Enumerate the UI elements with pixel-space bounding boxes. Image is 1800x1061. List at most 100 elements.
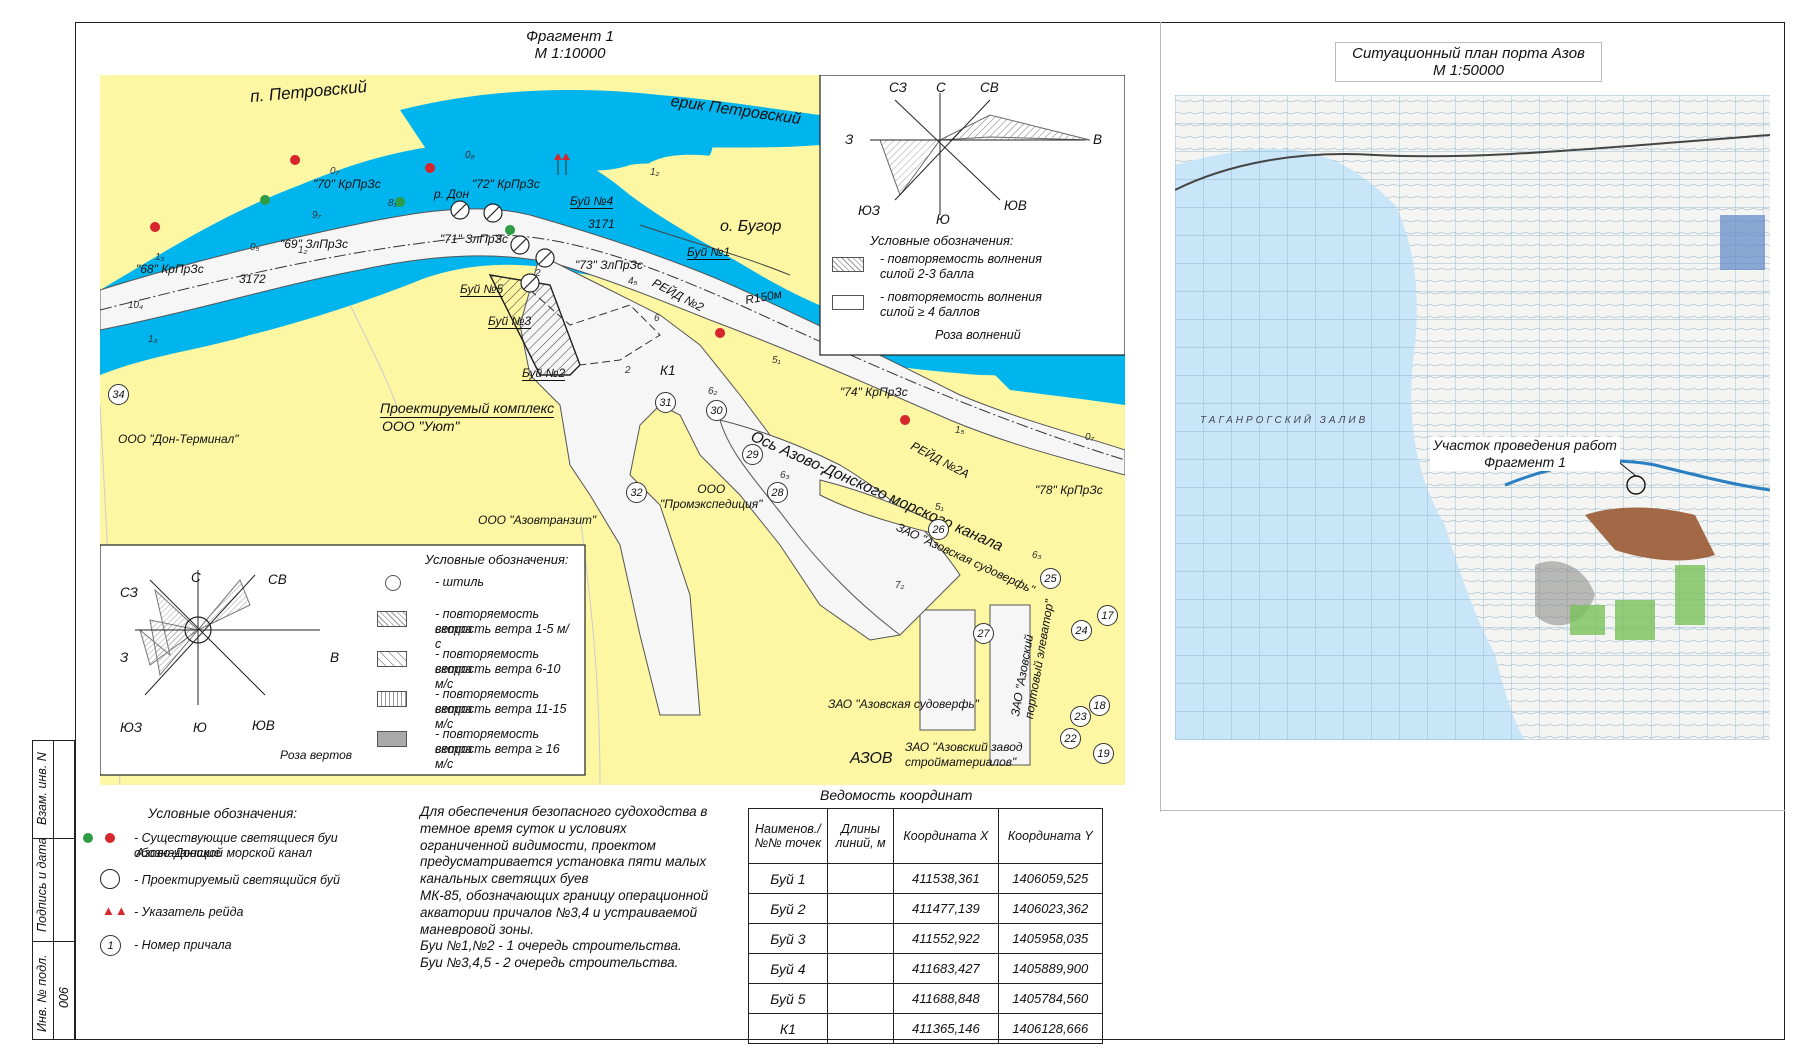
label-buoy-5: Буй №5 — [460, 282, 504, 297]
depth-label: 2 — [535, 268, 541, 279]
fragment-map — [100, 75, 1125, 785]
main-legend: Условные обозначения: - Существующие све… — [80, 806, 420, 967]
label-bugor: о. Бугор — [720, 218, 782, 235]
wind-dir-e: В — [330, 650, 340, 665]
calm-symbol — [385, 575, 401, 591]
depth-label: 8₁ — [388, 198, 397, 209]
project-complex-hatch — [488, 274, 581, 376]
wind-legend-item-4: - повторяемость ветра скорость ветра ≥ 1… — [375, 727, 575, 771]
wave-dir-w: З — [845, 132, 854, 147]
raid-pointer-icon — [554, 153, 570, 175]
label-existing-buoy-78: "78" КрПрЗс — [1035, 483, 1103, 497]
label-existing-buoy-72: "72" КрПрЗс — [472, 177, 540, 191]
wind-rose-caption: Роза вертов — [280, 748, 353, 762]
note-text-block: Для обеспечения безопасного судоходства … — [420, 804, 709, 971]
berth-badge-30: 30 — [706, 400, 727, 421]
berth-badge-25: 25 — [1040, 568, 1061, 589]
wind-rose-diagram — [135, 570, 320, 705]
coords-header-len: Длины линий, м — [826, 808, 895, 864]
raid-pointer-legend-icon: ▲▲ — [102, 903, 128, 918]
label-existing-buoy-69: "69" ЗлПрЗс — [280, 237, 348, 251]
wave-dir-n: С — [936, 80, 946, 95]
berth-badge-34: 34 — [108, 384, 129, 405]
label-buoy-4: Буй №4 — [570, 194, 614, 209]
island-bugor — [640, 154, 793, 220]
main-legend-title: Условные обозначения: — [148, 806, 298, 821]
depth-label: 1₅ — [955, 425, 965, 436]
depth-label: 10₄ — [128, 300, 144, 311]
wind-dir-nw: СЗ — [120, 585, 138, 600]
wind-dir-ne: СВ — [268, 572, 287, 587]
label-buoy-3: Буй №3 — [488, 314, 532, 329]
wind-swatch-1 — [377, 611, 407, 627]
berth-badge-31: 31 — [655, 392, 676, 413]
situational-plan-map — [1175, 95, 1770, 740]
legend-item-raid-pointer: ▲▲ - Указатель рейда — [102, 903, 244, 919]
wind-legend-item-1: - повторяемость ветра скорость ветра 1-5… — [375, 607, 575, 651]
erik-bend-water — [520, 108, 713, 171]
sidebar-vzam-label: Взам. инв. N — [35, 752, 49, 825]
sidebar-podpis-label: Подпись и дата — [35, 837, 49, 932]
depth-label: 0₅ — [250, 242, 260, 253]
wave-dir-sw: ЮЗ — [858, 203, 881, 218]
radius-line — [639, 224, 791, 276]
title-block-sidebar: Взам. инв. N Подпись и дата Инв. № подл.… — [32, 740, 75, 1040]
wave-dir-se: ЮВ — [1004, 198, 1027, 213]
depth-label: 5₁ — [935, 502, 944, 513]
wind-swatch-4 — [377, 731, 407, 747]
coords-table-title: Ведомость координат — [820, 787, 973, 803]
wind-rose-legend: Условные обозначения: - штиль - повторяе… — [375, 552, 575, 771]
depth-label: 6₃ — [780, 470, 790, 481]
wave-legend-item-2: - повторяемость волнения силой ≥ 4 балло… — [830, 290, 1100, 328]
berth-badge-29: 29 — [742, 444, 763, 465]
berth-number-legend-icon: 1 — [100, 935, 121, 956]
coords-header-y: Координата Y — [997, 808, 1104, 864]
wind-dir-n: С — [191, 570, 201, 585]
plan-forest-3 — [1570, 605, 1605, 635]
sidebar-divider — [53, 740, 55, 1040]
label-buoy-2: Буй №2 — [522, 366, 566, 381]
wave-legend-title: Условные обозначения: — [870, 233, 1014, 248]
wave-swatch-1 — [832, 257, 864, 272]
berth-badge-28: 28 — [767, 482, 788, 503]
depth-label: 7₂ — [895, 580, 905, 591]
label-azovtranzit: ООО "Азовтранзит" — [478, 513, 597, 527]
wind-rose-box — [100, 544, 586, 776]
berth-badge-23: 23 — [1070, 706, 1091, 727]
plan-road — [1175, 134, 1770, 191]
depth-label: 0₇ — [1085, 432, 1095, 443]
channel-axis-line — [100, 234, 1125, 461]
berth-badge-17: 17 — [1097, 605, 1118, 626]
wind-dir-s: Ю — [193, 720, 207, 735]
plan-forest-1 — [1615, 600, 1655, 640]
coords-header-name: Наименов./ №№ точек — [748, 808, 828, 864]
depth-label: 1₃ — [155, 252, 165, 263]
project-buoy-icon — [100, 869, 120, 889]
berth-badge-26: 26 — [928, 519, 949, 540]
wind-legend-title: Условные обозначения: — [425, 552, 569, 567]
depth-label: 2 — [625, 365, 631, 376]
plan-forest-2 — [1675, 565, 1705, 625]
coords-table-header-row: Наименов./ №№ точек Длины линий, м Коорд… — [748, 808, 1104, 864]
depth-label: 1₂ — [650, 167, 660, 178]
label-project-complex: Проектируемый комплекс ООО "Уют" — [380, 400, 555, 434]
sidebar-inv-value: 006 — [57, 987, 71, 1008]
wind-dir-se: ЮВ — [252, 718, 275, 733]
depth-label: 0₈ — [465, 150, 475, 161]
label-don: р. Дон — [434, 187, 470, 201]
berth-badge-18: 18 — [1089, 695, 1110, 716]
wind-dir-w: З — [120, 650, 129, 665]
label-taganrog-bay: ТАГАНРОГСКИЙ ЗАЛИВ — [1200, 415, 1369, 426]
depth-label: 6₃ — [1032, 550, 1042, 561]
label-shipyard: ЗАО "Азовская судоверфь" — [828, 697, 979, 711]
label-work-area: Участок проведения работ Фрагмент 1 — [1430, 437, 1620, 471]
legend-item-project-buoy: - Проектируемый светящийся буй — [80, 869, 420, 903]
wind-swatch-3 — [377, 691, 407, 707]
depth-label: 1₂ — [298, 245, 308, 256]
coords-table: Наименов./ №№ точек Длины линий, м Коорд… — [748, 808, 1104, 1044]
